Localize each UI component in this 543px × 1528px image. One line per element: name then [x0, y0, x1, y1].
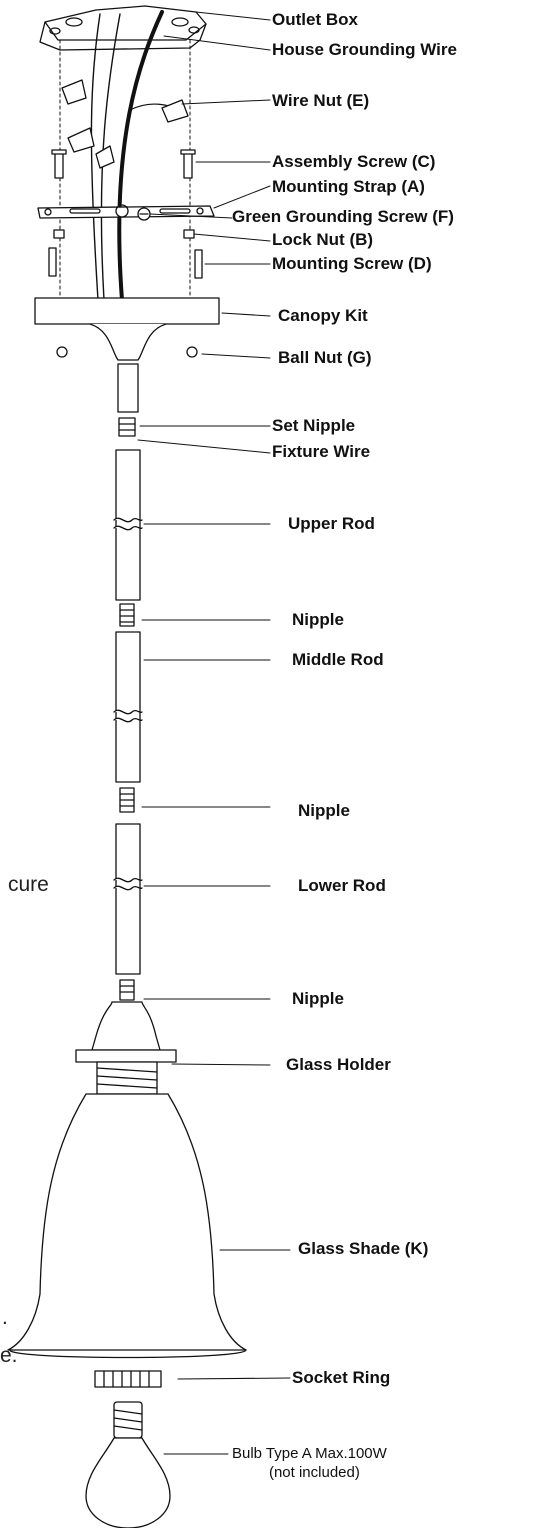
- label-upper-rod: Upper Rod: [288, 514, 375, 533]
- middle-rod: [113, 631, 143, 783]
- alignment-guides: [59, 39, 191, 301]
- nipple-3: [119, 979, 135, 1001]
- text-fragment-dot: .: [2, 1306, 8, 1329]
- lock-nut-icon: [53, 229, 195, 239]
- label-set-nipple: Set Nipple: [272, 416, 356, 435]
- label-lower-rod: Lower Rod: [298, 876, 386, 895]
- label-bulb-type: Bulb Type A Max.100W (not included): [232, 1444, 387, 1482]
- label-mounting-screw: Mounting Screw (D): [272, 254, 432, 273]
- label-middle-rod: Middle Rod: [292, 650, 384, 669]
- label-mounting-strap: Mounting Strap (A): [272, 177, 425, 196]
- label-outlet-box: Outlet Box: [272, 10, 358, 29]
- label-house-grounding-wire: House Grounding Wire: [272, 40, 457, 59]
- socket-ring: [94, 1370, 162, 1388]
- nipple-2: [119, 787, 135, 813]
- nipple-1: [119, 603, 135, 627]
- ball-nut-icon: [56, 346, 198, 358]
- green-grounding-screw-icon: [137, 207, 151, 221]
- label-glass-holder: Glass Holder: [286, 1055, 391, 1074]
- text-fragment-e: e.: [0, 1344, 18, 1367]
- label-socket-ring: Socket Ring: [292, 1368, 391, 1387]
- glass-holder: [75, 1001, 177, 1095]
- wire-nut-icon: [61, 79, 189, 169]
- label-green-grounding-screw: Green Grounding Screw (F): [232, 207, 454, 226]
- text-fragment-cure: cure: [8, 873, 49, 896]
- label-nipple-1: Nipple: [292, 610, 344, 629]
- label-nipple-3: Nipple: [292, 989, 344, 1008]
- label-ball-nut: Ball Nut (G): [278, 348, 372, 367]
- label-bulb-line2: (not included): [268, 1464, 360, 1481]
- assembly-screw-icon: [51, 149, 196, 179]
- glass-shade: [7, 1093, 247, 1359]
- light-bulb: [85, 1401, 171, 1528]
- outlet-box: [39, 5, 207, 51]
- lower-rod: [113, 823, 143, 975]
- label-lock-nut: Lock Nut (B): [272, 230, 374, 249]
- label-canopy-kit: Canopy Kit: [278, 306, 368, 325]
- label-glass-shade: Glass Shade (K): [298, 1239, 429, 1258]
- upper-rod: [113, 449, 143, 601]
- label-wire-nut: Wire Nut (E): [272, 91, 370, 110]
- mounting-screw-icon: [48, 247, 203, 279]
- canopy-kit: [34, 297, 220, 361]
- set-nipple: [117, 363, 139, 437]
- house-wires: [90, 10, 183, 302]
- label-assembly-screw: Assembly Screw (C): [272, 152, 436, 171]
- label-nipple-2: Nipple: [298, 801, 350, 820]
- leader-lines: [137, 11, 291, 1455]
- label-bulb-line1: Bulb Type A Max.100W: [232, 1445, 387, 1462]
- label-fixture-wire: Fixture Wire: [272, 442, 371, 461]
